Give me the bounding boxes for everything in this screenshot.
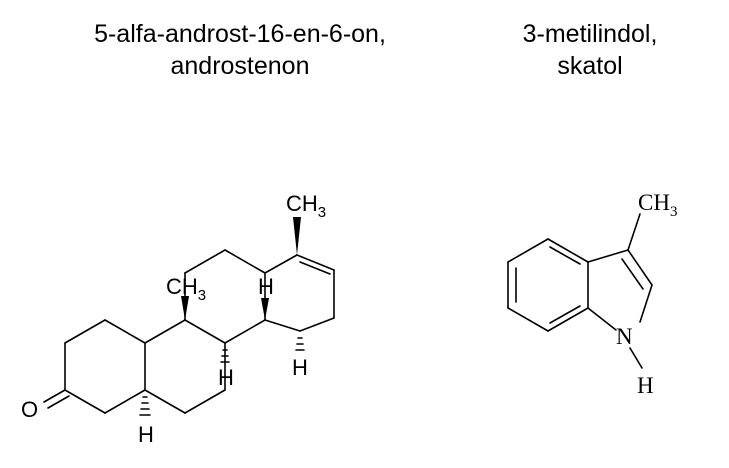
pyrrole-ring (587, 249, 653, 331)
hydrogen-label-upper: H (258, 274, 274, 299)
n-h-bond (629, 347, 643, 369)
methyl-label-top: CH3 (286, 191, 326, 221)
skatole-name: 3-metilindol, (522, 20, 658, 48)
hydrogen-label: H (637, 373, 654, 398)
wedge-bond-h8 (261, 298, 269, 320)
wedge-bond-c18 (293, 217, 301, 255)
hashed-bond-h5 (139, 396, 151, 416)
ketone-bond (43, 389, 70, 409)
skatole-common-name: skatol (557, 52, 623, 80)
skatole-structure: CH3 N H (507, 190, 677, 398)
methyl-label-mid: CH3 (166, 274, 206, 304)
skatole-title: 3-metilindol, skatol (470, 18, 710, 82)
androstenone-name: 5-alfa-androst-16-en-6-on, (94, 20, 386, 48)
hashed-bond-h9 (220, 349, 230, 363)
methyl-bond (627, 213, 641, 251)
hydrogen-label-lower-left: H (218, 365, 234, 390)
hydrogen-label-lower-right: H (292, 355, 308, 380)
oxygen-label: O (21, 397, 38, 422)
ring-d (264, 254, 335, 332)
ring-b (144, 319, 226, 414)
androstenone-common-name: androstenon (170, 52, 310, 80)
hydrogen-label-bottom: H (138, 422, 154, 447)
hashed-bond-h14 (295, 337, 305, 351)
androstenone-structure: CH3 CH3 H H H H O (21, 191, 335, 447)
benzene-ring (507, 238, 589, 332)
wedge-bond-c19 (181, 296, 189, 320)
nitrogen-label: N (616, 324, 633, 349)
ring-a (64, 319, 146, 414)
methyl-label: CH3 (638, 190, 677, 220)
androstenone-title: 5-alfa-androst-16-en-6-on, androstenon (20, 18, 460, 82)
